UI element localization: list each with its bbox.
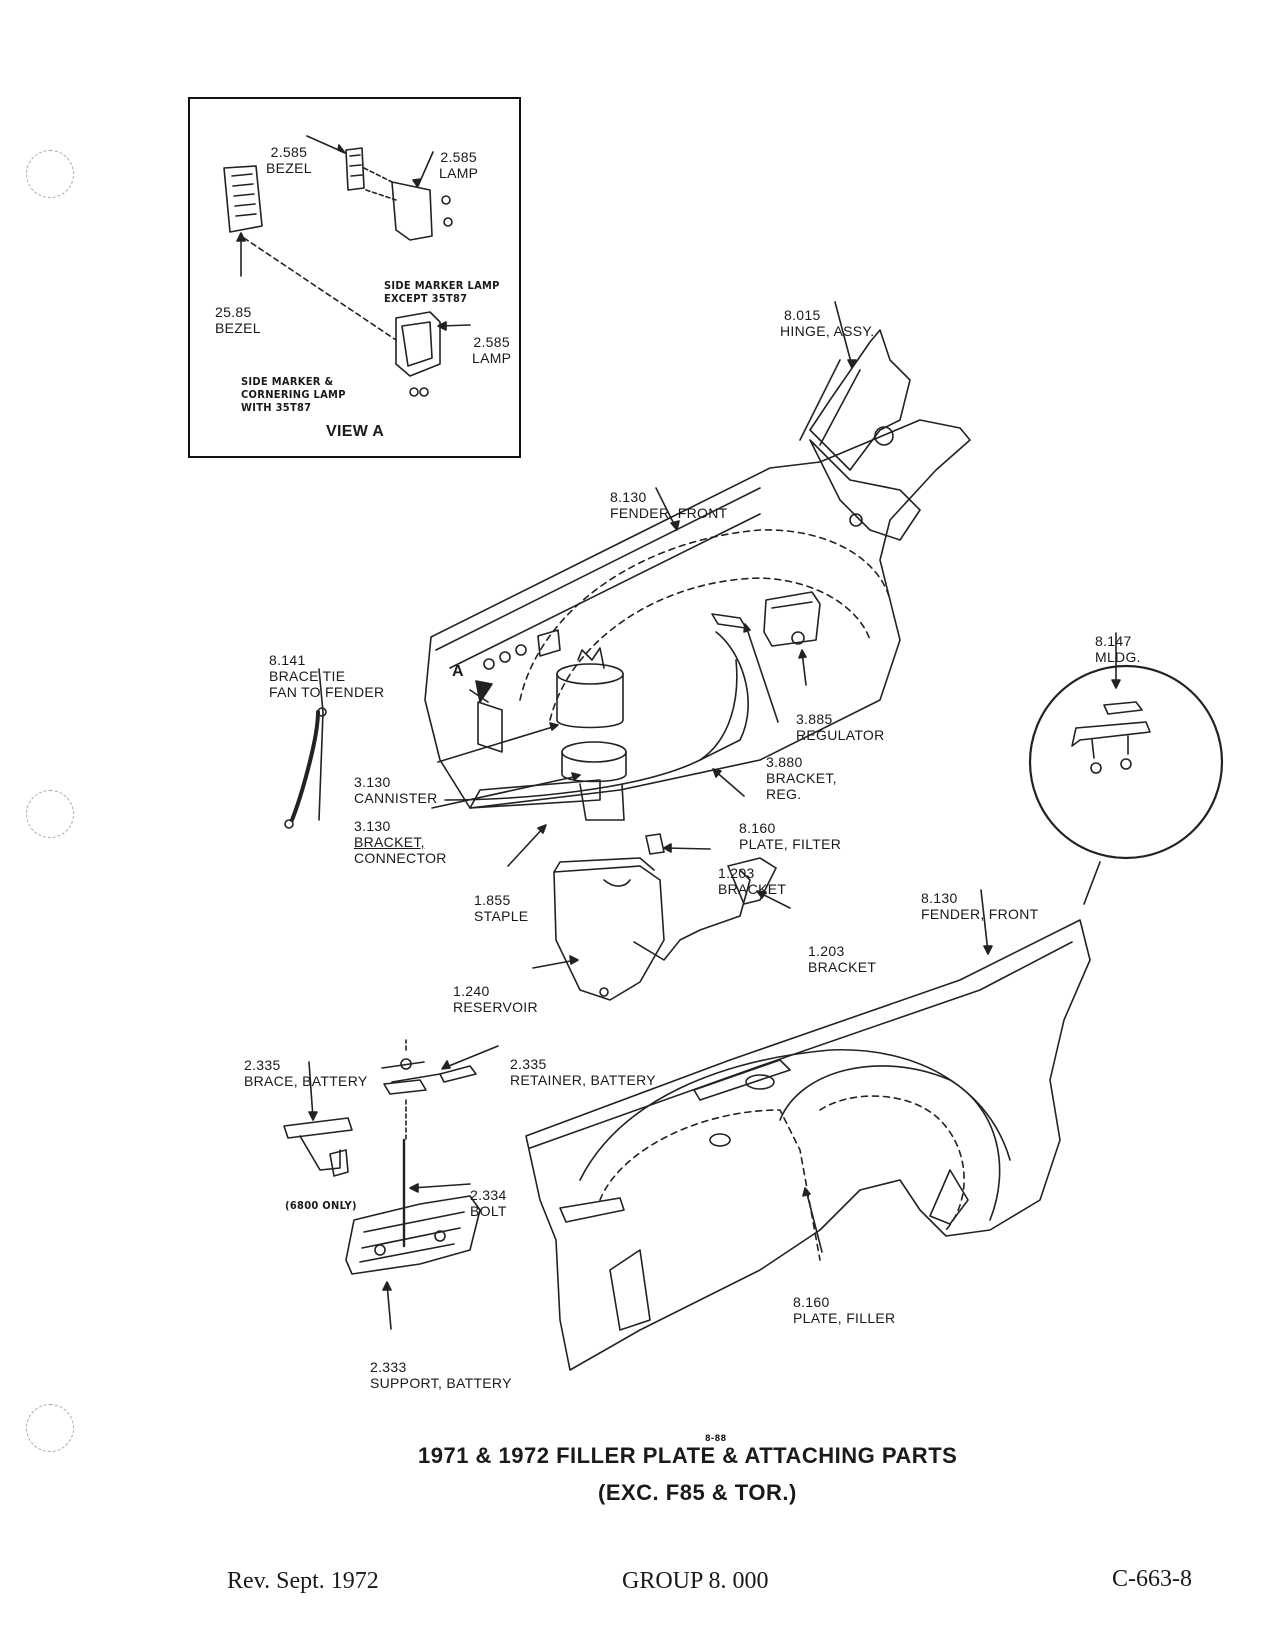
hinge-assembly xyxy=(799,329,921,541)
view-a-lamp-bottom xyxy=(243,237,441,397)
cannister xyxy=(556,647,624,729)
cannister-bracket xyxy=(561,741,627,821)
fender-lower xyxy=(525,919,1091,1371)
footer-revision: Rev. Sept. 1972 xyxy=(227,1568,379,1594)
view-a-title: VIEW A xyxy=(326,423,385,440)
page-subtitle: (EXC. F85 & TOR.) xyxy=(598,1480,797,1505)
mldg-detail-circle xyxy=(1028,664,1224,905)
footer-code: C-663-8 xyxy=(1112,1566,1192,1592)
view-a-bezel-left xyxy=(223,165,263,233)
view-a-inset xyxy=(188,97,521,458)
view-a-pointer xyxy=(469,680,503,753)
battery-brace xyxy=(283,1117,353,1177)
footer-group: GROUP 8. 000 xyxy=(622,1568,769,1594)
page-ref: 8-88 xyxy=(705,1434,727,1444)
battery-support xyxy=(345,1195,481,1275)
view-a-lamp-top xyxy=(363,167,453,241)
reservoir xyxy=(553,833,777,1001)
page-title: 1971 & 1972 FILLER PLATE & ATTACHING PAR… xyxy=(418,1443,958,1468)
view-a-marker: A xyxy=(452,663,464,680)
punch-hole-bottom xyxy=(26,1404,74,1452)
label-6800-only: (6800 ONLY) xyxy=(285,1199,357,1212)
battery-retainer xyxy=(381,1039,477,1141)
punch-hole-top xyxy=(26,150,74,198)
fender-upper xyxy=(424,419,971,809)
punch-hole-middle xyxy=(26,790,74,838)
view-a-bezel-top xyxy=(345,147,365,191)
